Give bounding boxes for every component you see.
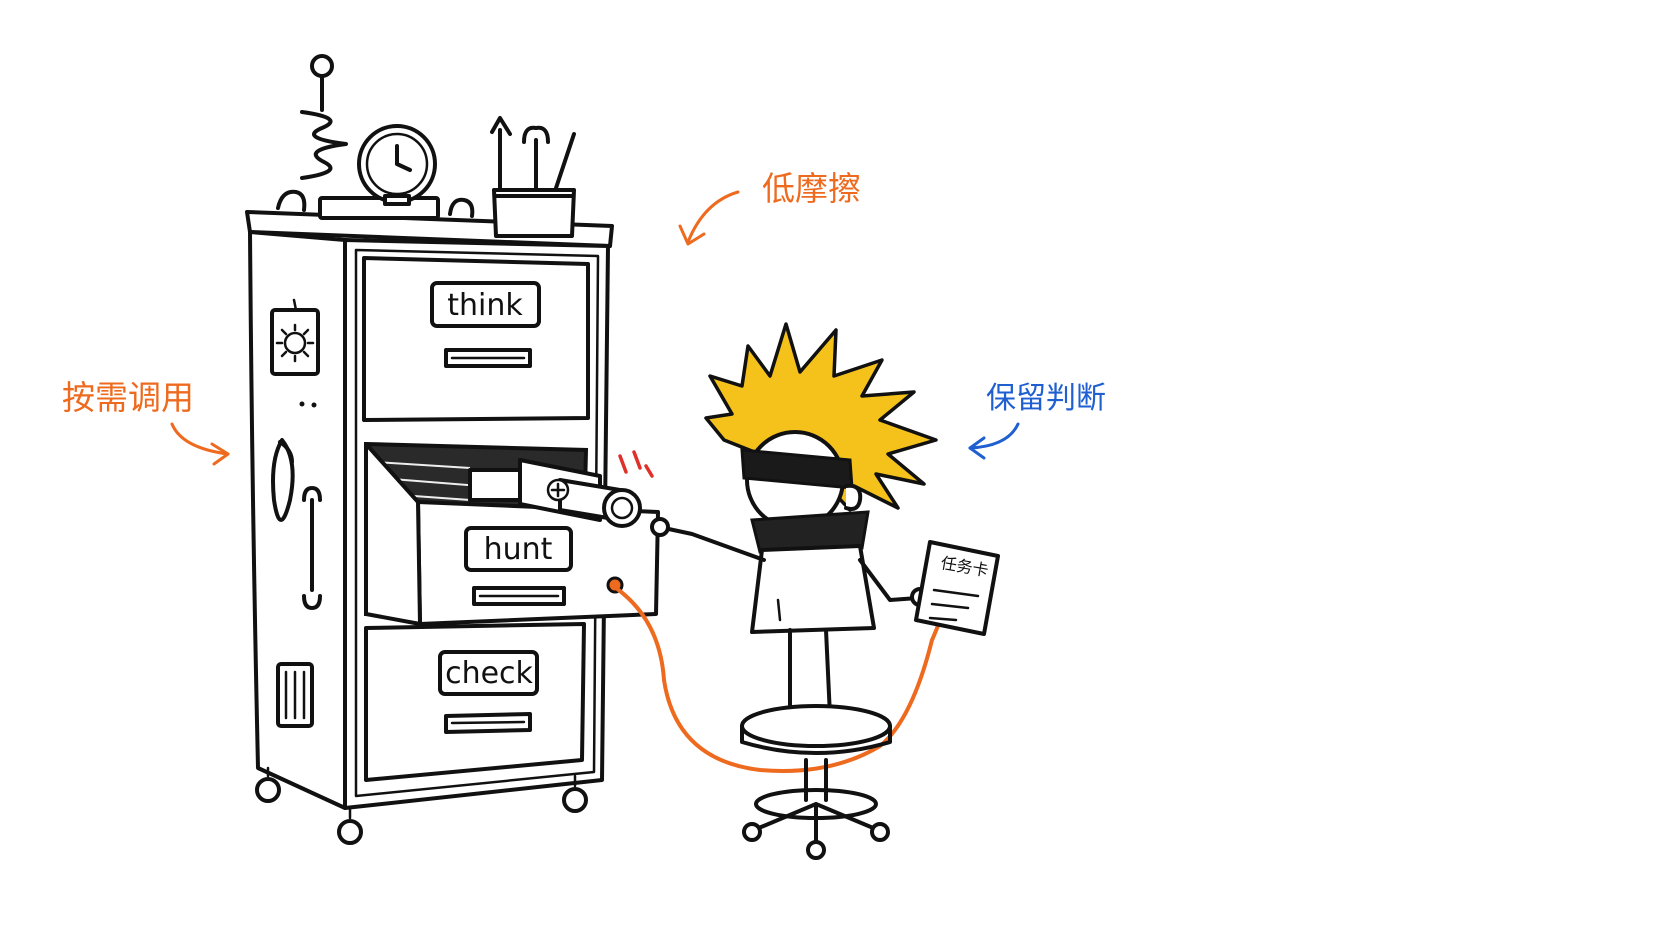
task-card[interactable]: 任务卡 (914, 540, 1000, 636)
character (650, 322, 938, 720)
annotation-low-friction-text: 低摩擦 (762, 169, 861, 208)
annotation-on-demand: 按需调用 (62, 378, 230, 466)
annotation-keep-judgment-text: 保留判断 (986, 381, 1106, 416)
annotation-low-friction: 低摩擦 (678, 169, 861, 246)
connection-cord (614, 572, 951, 773)
drawer-label-check: check (445, 656, 533, 691)
alert-marks (618, 450, 654, 478)
scope-tool (468, 458, 642, 528)
filing-cabinet: think check hunt (245, 54, 660, 845)
drawer-bottom[interactable]: check (364, 622, 586, 782)
cabinet-top-items (276, 54, 576, 238)
cabinet-wheels (255, 766, 588, 845)
annotation-keep-judgment: 保留判断 (968, 381, 1106, 460)
drawer-label-think: think (447, 288, 523, 323)
stool (740, 704, 892, 860)
drawer-label-hunt: hunt (484, 532, 553, 567)
cabinet-side-details (270, 298, 322, 728)
drawer-middle-open[interactable]: hunt (364, 442, 660, 626)
spiky-hair (704, 322, 938, 512)
drawer-top[interactable]: think (362, 256, 590, 422)
annotation-on-demand-text: 按需调用 (62, 378, 194, 417)
